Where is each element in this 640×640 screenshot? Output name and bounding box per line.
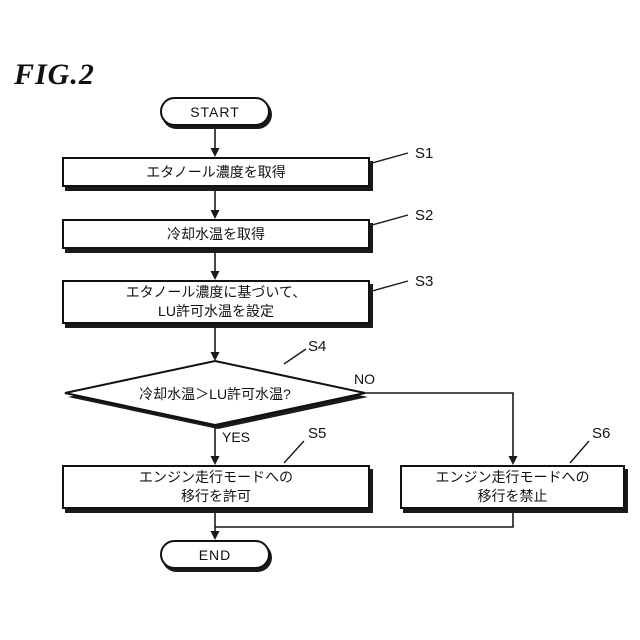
start-label: START <box>190 103 240 120</box>
figure-title: FIG.2 <box>14 58 95 91</box>
step-s3-text: エタノール濃度に基づいて、 LU許可水温を設定 <box>125 284 307 319</box>
label-leader-lines <box>283 152 590 464</box>
branch-yes-label: YES <box>222 429 251 445</box>
end-terminal: END <box>160 540 270 569</box>
arrow-s4-yes-to-s5 <box>210 425 220 465</box>
decision-diamond <box>64 359 368 429</box>
line-s6-to-end-join <box>215 511 514 528</box>
step-s6-text: エンジン走行モードへの 移行を禁止 <box>435 469 590 504</box>
step-s4-text: 冷却水温＞LU許可水温? <box>139 386 291 402</box>
end-label: END <box>198 546 232 563</box>
start-terminal: START <box>160 97 270 126</box>
arrow-s4-no-to-s6 <box>365 392 518 465</box>
step-s2-label: S2 <box>415 207 434 224</box>
step-s1-label: S1 <box>415 145 434 162</box>
arrow-s1-to-s2 <box>210 189 220 219</box>
step-s3-label: S3 <box>415 273 434 290</box>
step-s4-label: S4 <box>308 338 327 355</box>
step-s6-label: S6 <box>592 425 611 442</box>
arrow-start-to-s1 <box>210 126 220 157</box>
step-s3-box: エタノール濃度に基づいて、 LU許可水温を設定 <box>62 280 370 324</box>
arrow-s2-to-s3 <box>210 251 220 280</box>
step-s1-text: エタノール濃度を取得 <box>146 163 286 180</box>
step-s6-box: エンジン走行モードへの 移行を禁止 <box>400 465 625 509</box>
step-s5-text: エンジン走行モードへの 移行を許可 <box>139 469 293 504</box>
step-s1-box: エタノール濃度を取得 <box>62 157 370 187</box>
arrow-s3-to-s4 <box>210 326 220 361</box>
step-s2-text: 冷却水温を取得 <box>167 225 265 242</box>
step-s5-label: S5 <box>308 425 327 442</box>
step-s2-box: 冷却水温を取得 <box>62 219 370 249</box>
step-s5-box: エンジン走行モードへの 移行を許可 <box>62 465 370 509</box>
arrow-s5-to-end <box>210 511 220 540</box>
branch-no-label: NO <box>354 371 375 387</box>
